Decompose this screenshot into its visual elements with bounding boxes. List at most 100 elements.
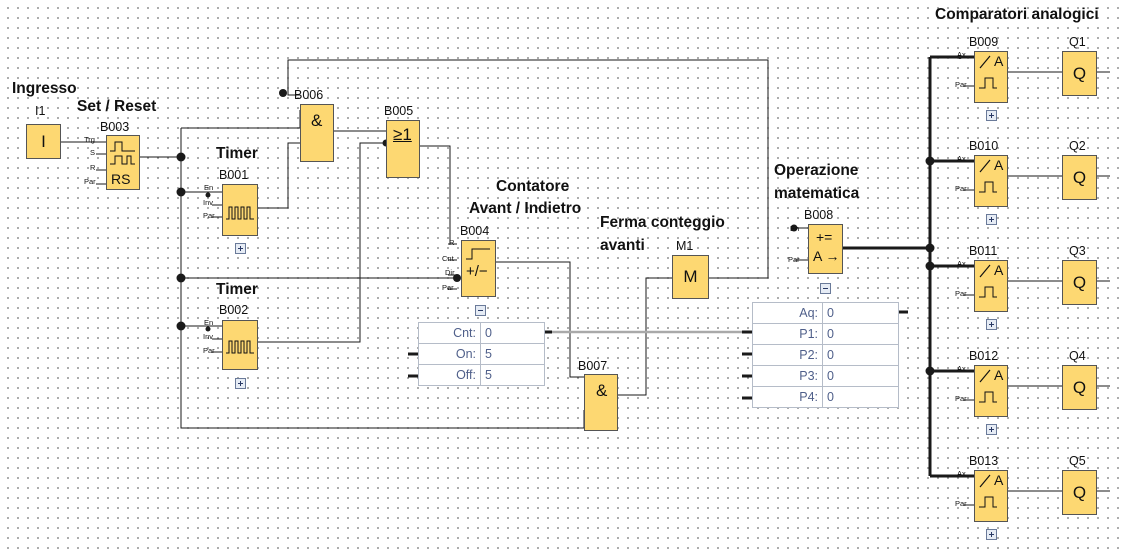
pin-ax: Ax xyxy=(957,259,966,268)
pin-r: R xyxy=(90,163,96,172)
pin-par: Par xyxy=(788,255,800,264)
block-b004[interactable]: +/− xyxy=(461,240,496,297)
block-label-b012: B012 xyxy=(969,349,999,363)
wire-b004-b007 xyxy=(496,261,584,378)
expand-b009-button[interactable] xyxy=(986,110,997,121)
expand-b010-button[interactable] xyxy=(986,214,997,225)
param-row: Off: 5 xyxy=(418,364,545,386)
param-value[interactable]: 0 xyxy=(822,365,899,387)
block-label-b004: B004 xyxy=(460,224,490,238)
param-label: P2: xyxy=(752,344,823,366)
collapse-b004-button[interactable] xyxy=(475,305,486,316)
output-symbol: Q xyxy=(1072,63,1087,83)
output-q1[interactable]: Q xyxy=(1062,51,1097,96)
output-symbol: Q xyxy=(1072,272,1087,292)
expand-b012-button[interactable] xyxy=(986,424,997,435)
flag-symbol: M xyxy=(683,267,698,286)
output-q3[interactable]: Q xyxy=(1062,260,1097,305)
comparator-icon xyxy=(979,369,997,403)
comparator-symbol: A xyxy=(994,262,1004,278)
block-label-b005: B005 xyxy=(384,104,414,118)
pin-par: Par xyxy=(203,211,215,220)
output-q4[interactable]: Q xyxy=(1062,365,1097,410)
block-b002[interactable] xyxy=(222,320,258,370)
param-value[interactable]: 0 xyxy=(822,302,899,324)
title-ferma-conteggio: Ferma conteggio xyxy=(600,214,725,231)
param-value[interactable]: 0 xyxy=(822,344,899,366)
param-row: P2: 0 xyxy=(752,344,899,366)
pin-en: En xyxy=(204,183,214,192)
output-label-q4: Q4 xyxy=(1069,349,1086,363)
rs-symbol: RS xyxy=(111,171,131,187)
counter-icon xyxy=(466,248,490,260)
pin-s: S xyxy=(90,148,96,157)
math-param-table: Aq: 0 P1: 0 P2: 0 P3: 0 P4: 0 xyxy=(752,302,899,408)
title-timer-2: Timer xyxy=(216,281,258,298)
pin-dir: Dir xyxy=(445,268,455,277)
block-b008[interactable]: += A → xyxy=(808,224,843,274)
param-value[interactable]: 0 xyxy=(822,386,899,408)
block-b010[interactable]: A xyxy=(974,155,1008,207)
block-b013[interactable]: A xyxy=(974,470,1008,522)
block-label-i1: I1 xyxy=(35,104,46,118)
expand-b002-button[interactable] xyxy=(235,378,246,389)
title-matematica: matematica xyxy=(774,185,860,202)
block-b009[interactable]: A xyxy=(974,51,1008,103)
block-b003[interactable]: RS xyxy=(106,135,140,190)
block-b001[interactable] xyxy=(222,184,258,236)
pin-par: Par xyxy=(955,289,967,298)
param-label: P3: xyxy=(752,365,823,387)
output-label-q5: Q5 xyxy=(1069,454,1086,468)
param-value[interactable]: 0 xyxy=(822,323,899,345)
pin-par: Par xyxy=(203,346,215,355)
output-symbol: Q xyxy=(1072,167,1087,187)
output-q2[interactable]: Q xyxy=(1062,155,1097,200)
pin-r: R xyxy=(449,238,455,247)
param-value[interactable]: 0 xyxy=(480,322,545,344)
comparator-icon xyxy=(979,159,997,193)
pin-inv: Inv xyxy=(203,198,214,207)
pin-stubs xyxy=(96,56,974,506)
output-q5[interactable]: Q xyxy=(1062,470,1097,515)
block-i1[interactable]: I xyxy=(26,124,61,159)
pin-trg: Trg xyxy=(84,135,95,144)
output-label-q3: Q3 xyxy=(1069,244,1086,258)
comparator-symbol: A xyxy=(994,367,1004,383)
title-set-reset: Set / Reset xyxy=(77,98,157,115)
collapse-b008-button[interactable] xyxy=(820,283,831,294)
block-label-m1: M1 xyxy=(676,239,694,253)
block-b012[interactable]: A xyxy=(974,365,1008,417)
pin-par: Par xyxy=(955,80,967,89)
block-b007[interactable]: & xyxy=(584,374,618,431)
param-value[interactable]: 5 xyxy=(480,343,545,365)
comparator-icon xyxy=(979,264,997,298)
expand-b001-button[interactable] xyxy=(235,243,246,254)
block-m1[interactable]: M xyxy=(672,255,709,299)
param-row: P4: 0 xyxy=(752,386,899,408)
param-row: Aq: 0 xyxy=(752,302,899,324)
wire-m1-feedback xyxy=(287,59,769,279)
param-value[interactable]: 5 xyxy=(480,364,545,386)
block-b005[interactable]: ≥1 xyxy=(386,120,420,178)
output-label-q2: Q2 xyxy=(1069,139,1086,153)
input-symbol: I xyxy=(41,131,46,151)
expand-b011-button[interactable] xyxy=(986,319,997,330)
block-b011[interactable]: A xyxy=(974,260,1008,312)
title-ingresso: Ingresso xyxy=(12,80,77,97)
param-label: P1: xyxy=(752,323,823,345)
param-label: Off: xyxy=(418,364,481,386)
and-symbol: & xyxy=(311,111,323,130)
comparator-icon xyxy=(979,474,997,508)
block-b006[interactable]: & xyxy=(300,104,334,162)
pin-ax: Ax xyxy=(957,50,966,59)
output-label-q1: Q1 xyxy=(1069,35,1086,49)
block-label-b003: B003 xyxy=(100,120,130,134)
param-label: P4: xyxy=(752,386,823,408)
output-symbol: Q xyxy=(1072,377,1087,397)
expand-b013-button[interactable] xyxy=(986,529,997,540)
wire-b007-m1 xyxy=(618,277,672,396)
title-contatore: Contatore xyxy=(496,178,570,195)
param-row: Cnt: 0 xyxy=(418,322,545,344)
pin-ax: Ax xyxy=(957,364,966,373)
pin-inv: Inv xyxy=(203,332,214,341)
